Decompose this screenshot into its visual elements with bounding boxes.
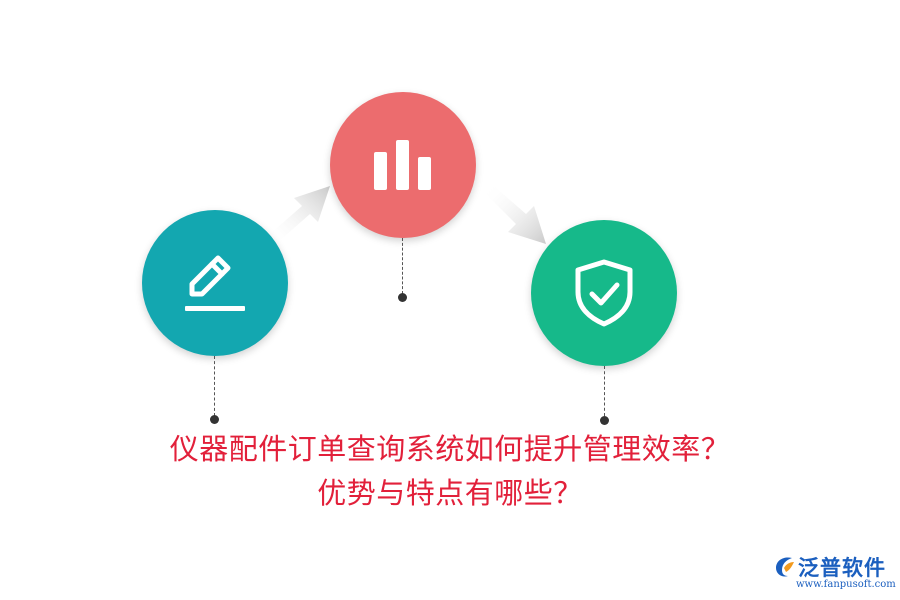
step-edit-leader-line: [214, 356, 215, 416]
step-shield-circle: [531, 220, 677, 366]
arrow-step2-to-step3: [486, 186, 546, 244]
step-edit-marker-dot: [210, 415, 219, 424]
step-chart-marker-dot: [398, 293, 407, 302]
headline-line-2: 优势与特点有哪些？: [317, 476, 583, 510]
brand-name: 泛普软件: [798, 556, 886, 580]
step-shield-leader-line: [604, 366, 605, 416]
arrow-step1-to-step2: [270, 186, 330, 240]
step-chart-circle: [330, 92, 476, 238]
brand-logo: 泛普软件 www.fanpusoft.com: [772, 552, 896, 596]
step-edit-circle: [142, 210, 288, 356]
step-chart-leader-line: [402, 238, 403, 294]
step-shield-marker-dot: [600, 416, 609, 425]
bar-chart-icon: [374, 140, 431, 190]
brand-mark-icon: [776, 557, 794, 577]
headline-line-1: 仪器配件订单查询系统如何提升管理效率？: [169, 432, 731, 466]
edit-icon: [185, 255, 245, 311]
shield-check-icon: [575, 259, 633, 327]
brand-url: www.fanpusoft.com: [796, 579, 896, 590]
